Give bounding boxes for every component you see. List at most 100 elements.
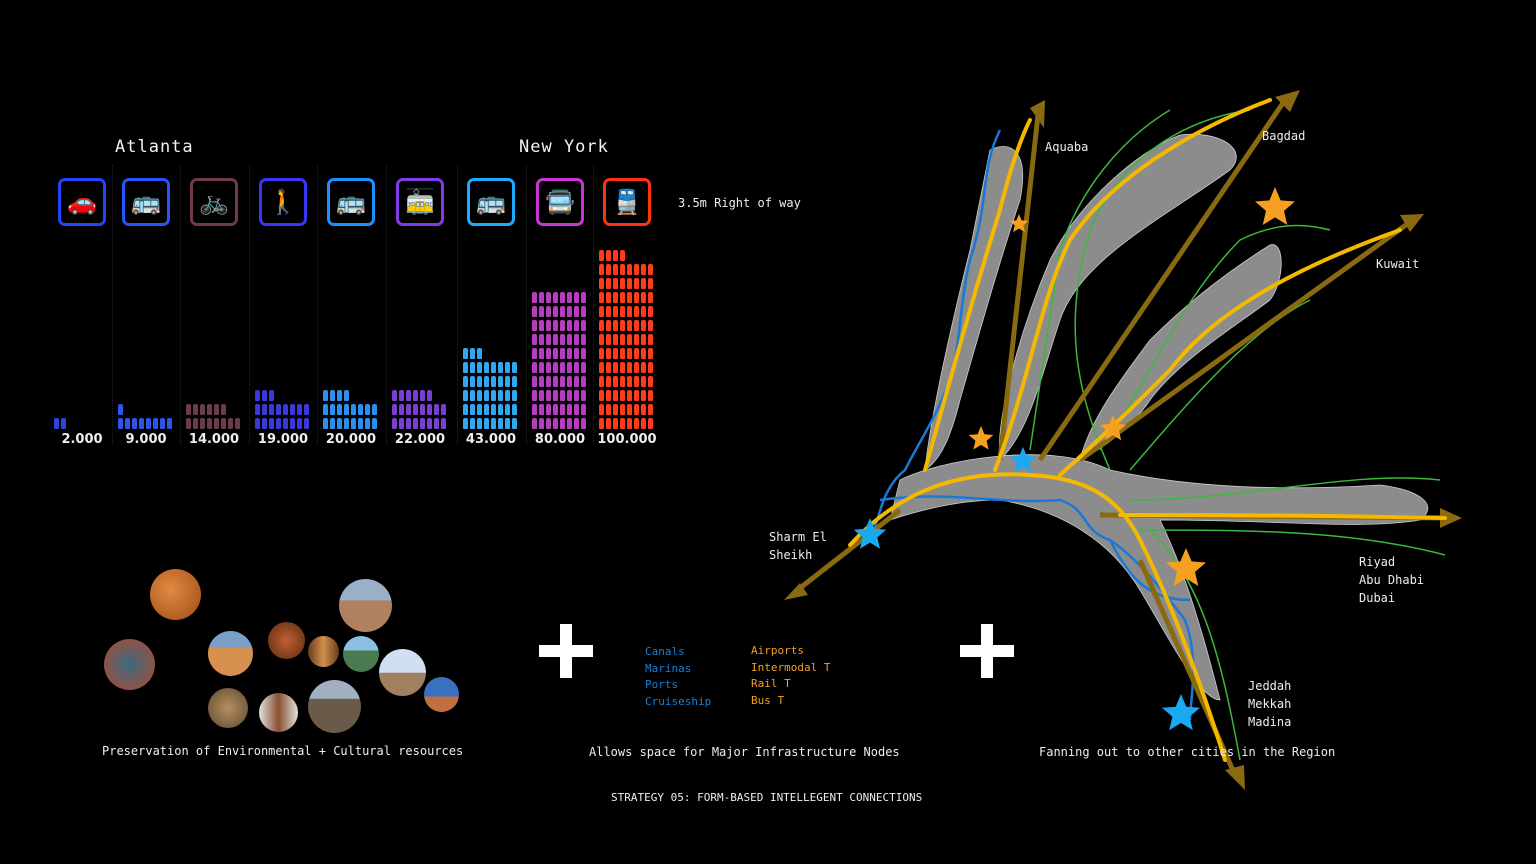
- map-label-aquaba: Aquaba: [1045, 140, 1089, 154]
- city-name: Riyad: [1359, 555, 1396, 569]
- person-icon: [620, 320, 625, 331]
- capacity-value: 20.000: [325, 432, 377, 447]
- person-icon: [498, 404, 503, 415]
- person-icon: [365, 404, 370, 415]
- corridor-aquaba: [923, 118, 1032, 472]
- person-icon: [553, 362, 558, 373]
- person-icon: [627, 404, 632, 415]
- articulated-bus-icon: 🚌: [467, 178, 515, 226]
- person-icon: [118, 418, 123, 429]
- person-icon: [539, 306, 544, 317]
- person-icon: [641, 362, 646, 373]
- person-icon: [532, 292, 537, 303]
- person-icon: [463, 348, 468, 359]
- brt-bus-icon: 🚍: [536, 178, 584, 226]
- city-label-new-york: New York: [519, 137, 609, 157]
- person-icon: [553, 334, 558, 345]
- person-icon: [567, 404, 572, 415]
- city-label-atlanta: Atlanta: [115, 137, 194, 157]
- person-icon: [613, 306, 618, 317]
- person-icon: [406, 418, 411, 429]
- column-divider: [457, 165, 458, 445]
- person-icon: [539, 292, 544, 303]
- person-icon: [365, 418, 370, 429]
- person-icon: [505, 376, 510, 387]
- person-icon: [620, 390, 625, 401]
- person-icon: [491, 418, 496, 429]
- legend-water: Canals Marinas Ports Cruiseship: [645, 644, 711, 710]
- photo-petra: [259, 693, 298, 732]
- person-icon: [627, 278, 632, 289]
- person-icon: [323, 418, 328, 429]
- person-icon: [434, 404, 439, 415]
- person-icon: [392, 404, 397, 415]
- person-icon: [641, 390, 646, 401]
- boundary-line: [1099, 224, 1331, 451]
- person-icon: [546, 306, 551, 317]
- person-icon: [484, 404, 489, 415]
- person-icon: [491, 390, 496, 401]
- person-icon: [546, 376, 551, 387]
- person-icon: [648, 334, 653, 345]
- person-icon: [634, 292, 639, 303]
- person-icon: [560, 292, 565, 303]
- person-icon: [627, 418, 632, 429]
- person-icon: [491, 362, 496, 373]
- person-icon: [207, 404, 212, 415]
- person-icon: [627, 362, 632, 373]
- person-icon: [567, 362, 572, 373]
- person-icon: [574, 404, 579, 415]
- person-icon: [627, 376, 632, 387]
- person-icon: [200, 404, 205, 415]
- person-icon: [648, 320, 653, 331]
- person-icon: [553, 292, 558, 303]
- person-icon: [620, 278, 625, 289]
- caption-fanning: Fanning out to other cities in the Regio…: [1039, 745, 1336, 759]
- person-icon: [477, 348, 482, 359]
- column-divider: [249, 165, 250, 445]
- land-corridors: [889, 133, 1429, 701]
- boundary-line: [1129, 529, 1446, 556]
- person-icon: [337, 418, 342, 429]
- person-icon: [276, 404, 281, 415]
- person-icon: [470, 362, 475, 373]
- person-icon: [648, 292, 653, 303]
- photo-mountains: [379, 649, 426, 696]
- person-icon: [634, 376, 639, 387]
- person-icon: [546, 418, 551, 429]
- arrowhead: [784, 583, 808, 600]
- person-icon: [420, 404, 425, 415]
- person-icon: [167, 418, 172, 429]
- node-star-icon: [1009, 214, 1029, 233]
- person-icon: [269, 404, 274, 415]
- city-name: Sheikh: [769, 548, 813, 562]
- person-icon: [276, 418, 281, 429]
- person-icon: [546, 390, 551, 401]
- city-name: Madina: [1248, 715, 1292, 729]
- photo-red-sea: [424, 677, 459, 712]
- person-icon: [613, 334, 618, 345]
- person-icon: [344, 418, 349, 429]
- node-star-icon: [1166, 548, 1206, 586]
- node-star-icon: [1009, 447, 1037, 473]
- person-icon: [606, 404, 611, 415]
- person-icon: [546, 348, 551, 359]
- person-icon: [118, 404, 123, 415]
- person-icon: [567, 418, 572, 429]
- right-of-way-label: 3.5m Right of way: [678, 196, 801, 210]
- car-icon: 🚗: [58, 178, 106, 226]
- person-icon: [599, 404, 604, 415]
- person-icon: [553, 348, 558, 359]
- person-icon: [512, 404, 517, 415]
- person-icon: [634, 306, 639, 317]
- person-icon: [634, 348, 639, 359]
- pedestrian-icon: 🚶: [259, 178, 307, 226]
- person-icon: [613, 264, 618, 275]
- person-icon: [470, 404, 475, 415]
- person-icon: [470, 418, 475, 429]
- person-icon: [372, 404, 377, 415]
- person-icon: [546, 334, 551, 345]
- map-label-jeddah: Jeddah Mekkah Madina: [1248, 677, 1291, 731]
- person-icon: [539, 334, 544, 345]
- person-icon: [648, 362, 653, 373]
